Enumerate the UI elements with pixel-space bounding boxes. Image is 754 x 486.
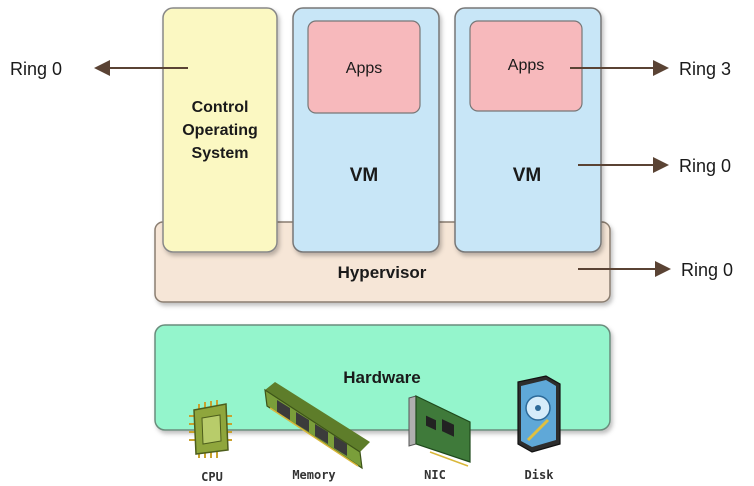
ring-arrows: [94, 60, 671, 277]
hardware-label: Hardware: [343, 368, 420, 387]
control-os-label-line1: Control: [192, 99, 249, 116]
apps-box-2: Apps: [469, 20, 583, 112]
control-os-label-line2: Operating: [182, 122, 258, 139]
nic-icon: [408, 395, 471, 467]
ring-label-control-os: Ring 0: [10, 59, 62, 79]
vm-label-2: VM: [513, 165, 542, 186]
nic-label: NIC: [424, 468, 446, 482]
cpu-label: CPU: [201, 470, 223, 484]
cpu-icon: [189, 400, 232, 458]
disk-label: Disk: [525, 468, 555, 482]
disk-icon: [517, 375, 561, 453]
apps-box-1: Apps: [307, 20, 421, 114]
memory-label: Memory: [292, 468, 335, 482]
apps-label-1: Apps: [346, 60, 382, 77]
memory-icon: [264, 382, 370, 470]
hypervisor-label: Hypervisor: [338, 263, 427, 282]
ring-label-hypervisor: Ring 0: [681, 260, 733, 280]
ring-label-apps: Ring 3: [679, 59, 731, 79]
control-os-box: Control Operating System: [162, 7, 278, 253]
vm-box-1: Apps VM: [292, 7, 440, 253]
vm-box-2: Apps VM: [454, 7, 602, 253]
ring-label-vm: Ring 0: [679, 156, 731, 176]
vm-label-1: VM: [350, 165, 379, 186]
control-os-label-line3: System: [192, 145, 249, 162]
apps-label-2: Apps: [508, 57, 544, 74]
